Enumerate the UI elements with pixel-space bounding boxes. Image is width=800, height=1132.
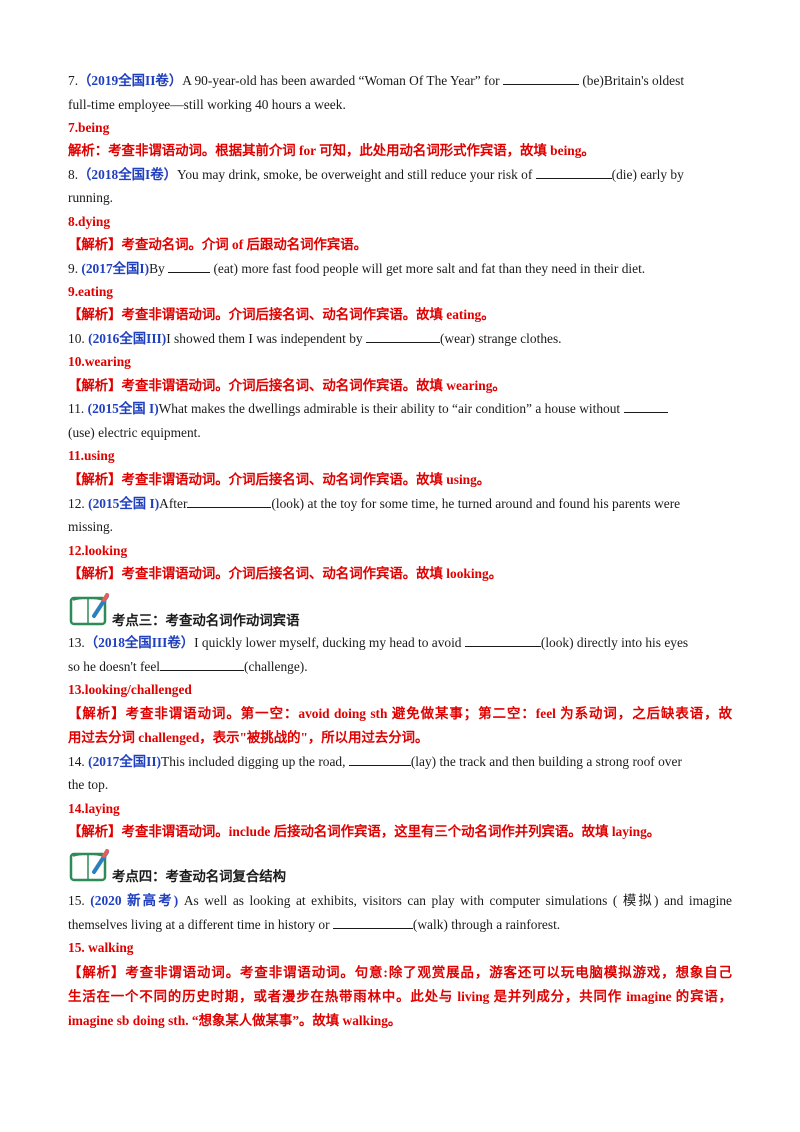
question-text: (wear) strange clothes. <box>439 331 562 346</box>
question-10-line-1: 10. (2016全国III)I showed them I was indep… <box>68 330 732 348</box>
answer-blank <box>168 260 211 273</box>
question-13-line-1: 13.（2018全国III卷）I quickly lower myself, d… <box>68 634 732 652</box>
answer-blank <box>623 400 668 413</box>
answer-blank <box>535 166 612 179</box>
question-text: so he doesn't feel <box>68 659 161 674</box>
question-text: (look) at the toy for some time, he turn… <box>271 496 681 511</box>
source-tag: （2018全国I卷） <box>78 167 177 182</box>
question-8-line-1: 8.（2018全国I卷）You may drink, smoke, be ove… <box>68 166 732 184</box>
question-text: I quickly lower myself, ducking my head … <box>194 635 465 650</box>
question-text: By <box>149 261 169 276</box>
question-number: 12. <box>68 496 85 511</box>
answer-14: 14.laying <box>68 801 120 816</box>
source-tag: (2020 新高考) <box>90 893 179 908</box>
source-tag: (2017全国I) <box>81 261 150 276</box>
answer-15: 15. walking <box>68 940 134 955</box>
question-text: After <box>159 496 188 511</box>
question-number: 10. <box>68 331 85 346</box>
explanation-15-line-2: 生活在一个不同的历史时期，或者漫步在热带雨林中。此处与 living 是并列成分… <box>68 989 732 1004</box>
question-text: As well as looking at exhibits, visitors… <box>183 893 732 908</box>
question-number: 9. <box>68 261 79 276</box>
section-header-4: 考点四：考查动名词复合结构 <box>68 846 368 884</box>
question-text: This included digging up the road, <box>161 754 349 769</box>
answer-13: 13.looking/challenged <box>68 682 192 697</box>
question-text: I showed them I was independent by <box>166 331 366 346</box>
question-text: (challenge). <box>244 659 308 674</box>
question-text: (look) directly into his eyes <box>540 635 689 650</box>
question-13-line-2: so he doesn't feel (challenge). <box>68 658 732 676</box>
answer-blank <box>464 634 541 647</box>
question-8-line-2: running. <box>68 190 114 205</box>
explanation-15-line-3: imagine sb doing sth. “想象某人做某事”。故填 walki… <box>68 1013 402 1028</box>
question-text: What makes the dwellings admirable is th… <box>158 401 624 416</box>
answer-11: 11.using <box>68 448 115 463</box>
question-number: 15. <box>68 893 85 908</box>
answer-blank <box>332 916 413 929</box>
question-7-line-2: full-time employee—still working 40 hour… <box>68 97 346 112</box>
explanation-8: 【解析】考查动名词。介词 of 后跟动名词作宾语。 <box>68 237 368 252</box>
question-14-line-1: 14. (2017全国II)This included digging up t… <box>68 753 732 771</box>
answer-blank <box>187 495 272 508</box>
question-11-line-2: (use) electric equipment. <box>68 425 201 440</box>
question-text: (lay) the track and then building a stro… <box>410 754 682 769</box>
section-title: 考点三：考查动名词作动词宾语 <box>112 613 300 628</box>
question-15-line-1: 15. (2020 新高考) As well as looking at exh… <box>68 892 732 910</box>
source-tag: (2017全国II) <box>88 754 162 769</box>
notebook-pencil-icon <box>69 593 109 626</box>
answer-blank <box>502 72 579 85</box>
explanation-11: 【解析】考查非谓语动词。介词后接名词、动名词作宾语。故填 using。 <box>68 472 491 487</box>
answer-7: 7.being <box>68 120 110 135</box>
explanation-7: 解析：考查非谓语动词。根据其前介词 for 可知，此处用动名词形式作宾语，故填 … <box>68 143 595 158</box>
question-text: (be)Britain's oldest <box>578 73 685 88</box>
question-number: 14. <box>68 754 85 769</box>
source-tag: （2018全国III卷） <box>84 635 195 650</box>
source-tag: (2015全国 I) <box>88 496 160 511</box>
explanation-13-line-2: 用过去分词 challenged，表示"被挑战的"，所以用过去分词。 <box>68 730 429 745</box>
question-text: (die) early by <box>611 167 684 182</box>
question-12-line-1: 12. (2015全国 I)After (look) at the toy for… <box>68 495 732 513</box>
question-text: (eat) more fast food people will get mor… <box>210 261 646 276</box>
question-number: 13. <box>68 635 85 650</box>
question-number: 8. <box>68 167 79 182</box>
question-7-line-1: 7.（2019全国II卷）A 90-year-old has been awar… <box>68 72 732 90</box>
section-title: 考点四：考查动名词复合结构 <box>112 869 287 884</box>
question-12-line-2: missing. <box>68 519 114 534</box>
section-header-3: 考点三：考查动名词作动词宾语 <box>68 590 368 628</box>
question-15-line-2: themselves living at a different time in… <box>68 916 732 934</box>
source-tag: （2019全国II卷） <box>78 73 183 88</box>
source-tag: (2016全国III) <box>88 331 167 346</box>
explanation-14: 【解析】考查非谓语动词。include 后接动名词作宾语，这里有三个动名词作并列… <box>68 824 661 839</box>
question-text: A 90-year-old has been awarded “Woman Of… <box>182 73 503 88</box>
explanation-12: 【解析】考查非谓语动词。介词后接名词、动名词作宾语。故填 looking。 <box>68 566 503 581</box>
answer-9: 9.eating <box>68 284 114 299</box>
notebook-pencil-icon <box>69 849 109 882</box>
source-tag: (2015全国 I) <box>87 401 159 416</box>
answer-blank <box>348 753 411 766</box>
explanation-10: 【解析】考查非谓语动词。介词后接名词、动名词作宾语。故填 wearing。 <box>68 378 506 393</box>
question-number: 7. <box>68 73 79 88</box>
question-number: 11. <box>68 401 85 416</box>
explanation-15-line-1: 【解析】考查非谓语动词。考查非谓语动词。句意:除了观赏展品，游客还可以玩电脑模拟… <box>68 965 732 980</box>
answer-blank <box>160 658 245 671</box>
answer-8: 8.dying <box>68 214 111 229</box>
answer-10: 10.wearing <box>68 354 131 369</box>
answer-12: 12.looking <box>68 543 128 558</box>
question-text: themselves living at a different time in… <box>68 917 333 932</box>
explanation-13-line-1: 【解析】考查非谓语动词。第一空：avoid doing sth 避免做某事；第二… <box>68 706 732 721</box>
explanation-9: 【解析】考查非谓语动词。介词后接名词、动名词作宾语。故填 eating。 <box>68 307 495 322</box>
question-text: You may drink, smoke, be overweight and … <box>177 167 536 182</box>
question-11-line-1: 11. (2015全国 I)What makes the dwellings a… <box>68 400 732 418</box>
answer-blank <box>365 330 440 343</box>
question-14-line-2: the top. <box>68 777 109 792</box>
question-text: (walk) through a rainforest. <box>412 917 561 932</box>
question-9-line-1: 9. (2017全国I)By (eat) more fast food peop… <box>68 260 732 278</box>
